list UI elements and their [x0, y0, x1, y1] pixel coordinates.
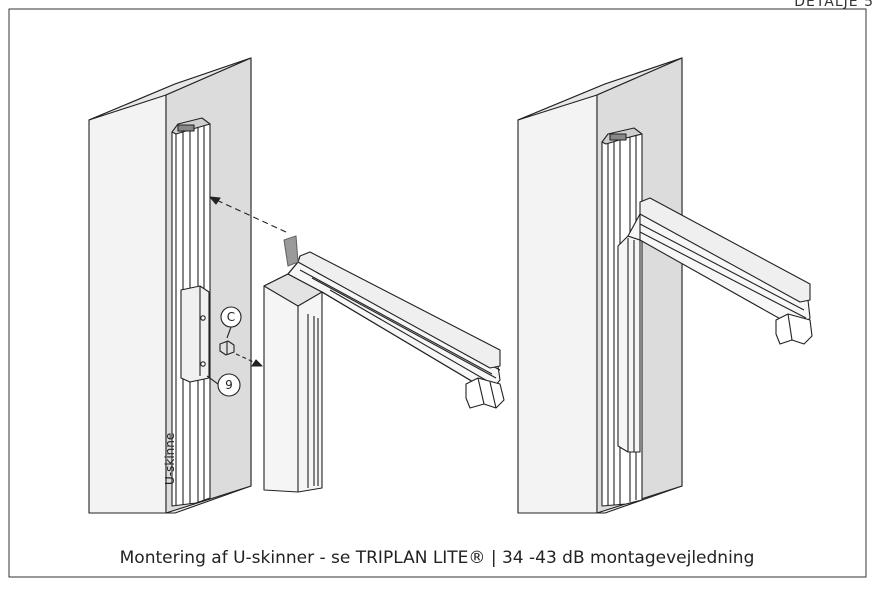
arrow-head-up-left: [209, 196, 221, 205]
diagram-frame: [8, 8, 867, 578]
u-rail-label: U-skinne: [163, 433, 177, 485]
middle-frame: [263, 235, 505, 493]
page-label: DETALJE 5: [794, 0, 874, 10]
callout-9-label: 9: [225, 378, 233, 392]
gasket: [283, 235, 299, 267]
right-beam-end-profile: [775, 313, 813, 345]
arrows: [209, 196, 287, 367]
callout-c-label: C: [227, 310, 235, 324]
mounting-bracket: [180, 285, 210, 383]
callout-c: C: [220, 306, 242, 328]
screw-c: [219, 326, 235, 356]
right-wall: [517, 57, 683, 514]
callout-9: 9: [206, 373, 241, 397]
right-frame: [617, 197, 813, 453]
arrow-head-down-right: [251, 359, 263, 367]
caption: Montering af U-skinner - se TRIPLAN LITE…: [119, 548, 755, 568]
